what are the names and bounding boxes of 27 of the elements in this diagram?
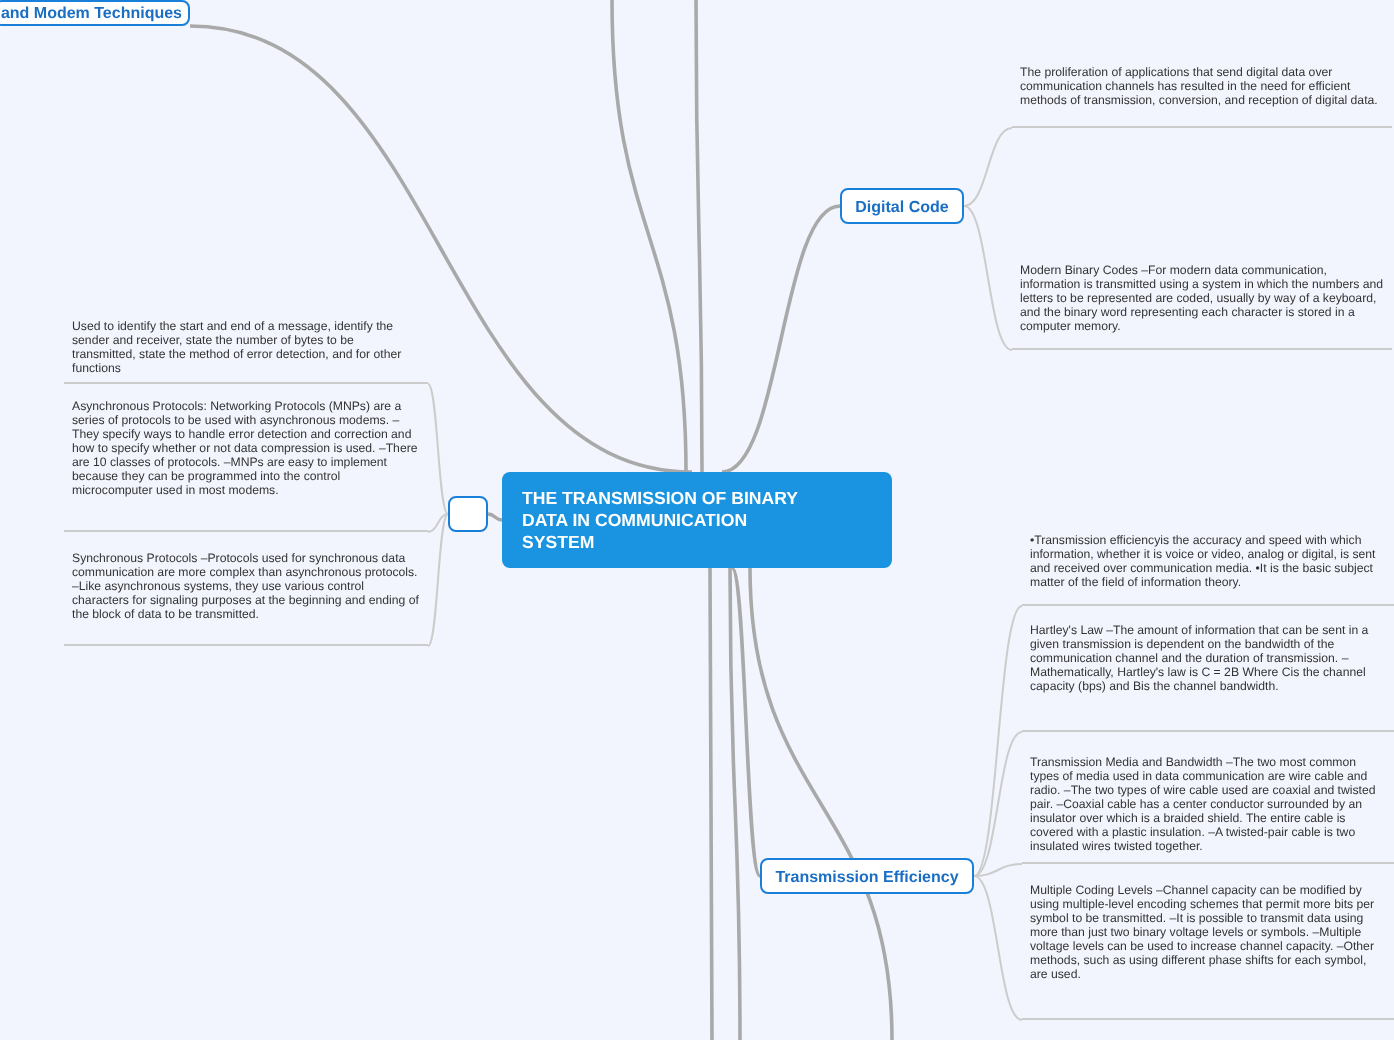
connector-line xyxy=(973,863,1023,877)
topic-label: Digital Code xyxy=(855,197,949,215)
topic-box xyxy=(760,858,974,894)
connector-line xyxy=(973,731,1023,877)
connector-line xyxy=(973,875,1023,1021)
topic-box xyxy=(0,0,190,26)
connector-line xyxy=(730,567,762,877)
connector-line xyxy=(189,24,693,474)
connector-line xyxy=(973,605,1023,877)
topic-box xyxy=(840,188,964,224)
connector-line xyxy=(427,513,449,647)
connector-line xyxy=(963,205,1013,351)
topic-label: and Modem Techniques xyxy=(0,4,182,22)
connector-line xyxy=(748,567,894,1040)
central-topic-box xyxy=(502,472,892,568)
connector-line xyxy=(427,383,449,515)
connector-line xyxy=(610,0,688,473)
connector-line xyxy=(728,568,742,1040)
connector-line xyxy=(694,0,704,472)
connector-line xyxy=(963,127,1013,207)
empty-topic-box xyxy=(448,496,488,532)
topic-label: THE TRANSMISSION OF BINARY DATA IN COMMUNICATION SYSTEM xyxy=(522,488,798,552)
connector-line xyxy=(721,204,841,474)
connector-line xyxy=(708,568,714,1040)
connector-line xyxy=(427,513,449,533)
topic-label: Transmission Efficiency xyxy=(775,867,959,885)
connector-line xyxy=(487,512,503,522)
